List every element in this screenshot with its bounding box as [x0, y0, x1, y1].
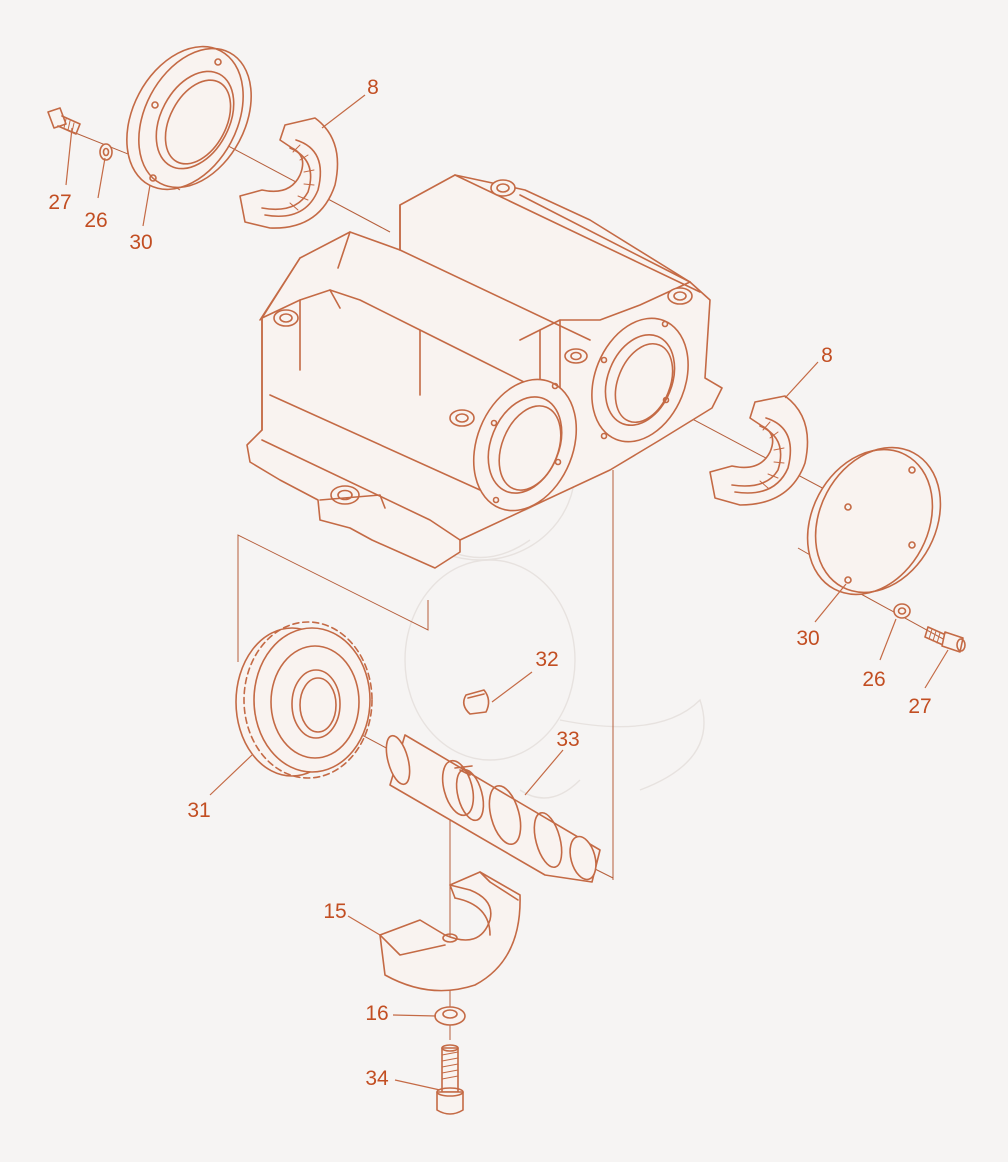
washer-26-right [893, 603, 911, 619]
callout-31: 31 [187, 799, 210, 822]
split-bearing-8-top [239, 117, 339, 229]
callout-leaders [65, 94, 949, 1091]
washer-16 [434, 1006, 466, 1026]
callout-26-top: 26 [84, 209, 107, 232]
callout-labels: 27 26 30 8 8 30 26 27 32 33 31 15 16 34 [48, 76, 931, 1090]
callout-33: 33 [556, 728, 579, 751]
shaft-33 [385, 734, 601, 883]
callout-8-top: 8 [367, 76, 379, 99]
bearing-cover-30-top [126, 45, 252, 191]
callout-30-top: 30 [129, 231, 152, 254]
callout-16: 16 [365, 1002, 388, 1025]
callout-32: 32 [535, 648, 558, 671]
callout-27-right: 27 [908, 695, 931, 718]
callout-15: 15 [323, 900, 346, 923]
cap-screw-34 [436, 1044, 464, 1115]
parallel-key-32 [462, 689, 490, 715]
spur-gear-31 [235, 621, 373, 779]
callout-27-top: 27 [48, 191, 71, 214]
callout-26-right: 26 [862, 668, 885, 691]
cap-screw-27-top [47, 107, 81, 135]
callout-34: 34 [365, 1067, 389, 1090]
washer-26-top [99, 143, 113, 161]
gearbox-housing [246, 174, 723, 569]
cover-plate-30-right [806, 446, 942, 596]
shift-fork-15 [379, 871, 521, 992]
split-bearing-8-right [709, 395, 809, 506]
callout-30-right: 30 [796, 627, 819, 650]
callout-8-right: 8 [821, 344, 833, 367]
cap-screw-27-right [924, 626, 966, 653]
